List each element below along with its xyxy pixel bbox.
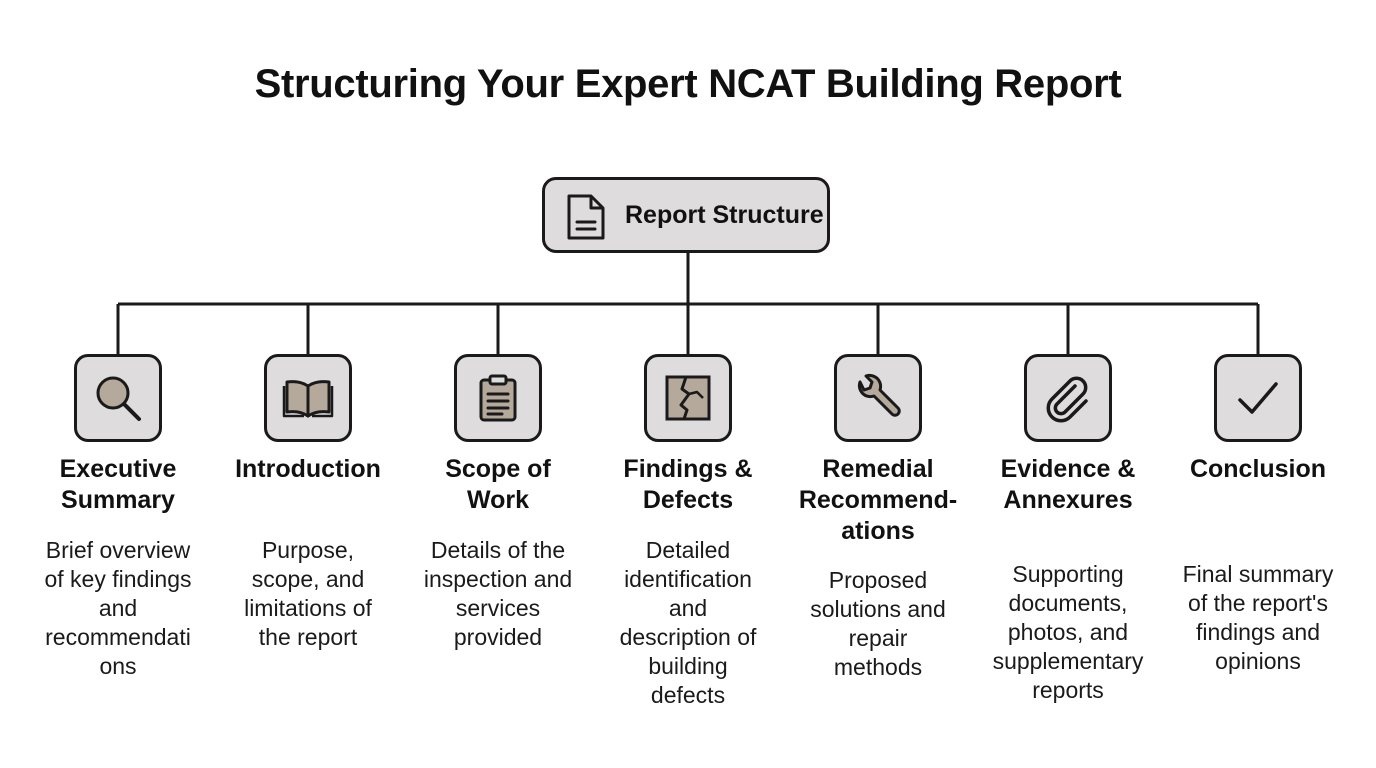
section-title-line: Defects (642, 486, 734, 514)
root-node-report-structure: Report Structure (542, 177, 830, 253)
section-description-line: inspection and (423, 566, 573, 592)
section-title-line: Introduction (235, 455, 381, 483)
section-description: Supporting documents, photos, and supple… (978, 560, 1158, 705)
root-node-label: Report Structure (625, 201, 824, 229)
section-icon-box (264, 354, 352, 442)
section-description-line: provided (453, 624, 543, 650)
section-title-line: Evidence & (1000, 455, 1136, 483)
section-title: Remedial Recommend- ations (778, 454, 978, 547)
section-description-line: documents, (1008, 590, 1128, 616)
section-description-line: supplementary (992, 648, 1144, 674)
section-title-line: Findings & (623, 455, 753, 483)
section-description-line: repair (848, 625, 908, 651)
checkmark-icon (1238, 382, 1278, 414)
section-description-line: defects (650, 682, 726, 708)
section-description-line: the report (258, 624, 358, 650)
section-title-line: Summary (61, 486, 175, 514)
magnifying-glass-icon (96, 376, 141, 421)
section-description: Final summary of the report's findings a… (1168, 560, 1348, 676)
section-title: Evidence & Annexures (968, 454, 1168, 516)
section-title: Executive Summary (18, 454, 218, 516)
section-title-line: Executive (59, 455, 177, 483)
section-title: Conclusion (1158, 454, 1358, 485)
section-icon-box (1024, 354, 1112, 442)
document-icon (567, 194, 605, 240)
section-description-line: Detailed (645, 537, 731, 563)
clipboard-icon (479, 374, 517, 422)
section-description-line: identification (624, 566, 752, 592)
section-description-line: opinions (1215, 648, 1301, 674)
section-description-line: building (648, 653, 728, 679)
section-description-line: findings and (1195, 619, 1321, 645)
section-description-line: Purpose, (261, 537, 355, 563)
section-description-line: Proposed (828, 567, 928, 593)
section-title: Scope of Work (398, 454, 598, 516)
section-icon-box (1214, 354, 1302, 442)
section-title-line: Remedial (822, 455, 934, 483)
wrench-icon (857, 373, 901, 417)
section-description-line: scope, and (251, 566, 365, 592)
section-icon-box (834, 354, 922, 442)
section-description-line: methods (833, 654, 923, 680)
paperclip-icon (1046, 376, 1088, 423)
section-description-line: reports (1032, 677, 1104, 703)
section-description-line: of key findings (44, 566, 192, 592)
open-book-icon (282, 380, 334, 418)
section-description: Purpose, scope, and limitations of the r… (218, 536, 398, 652)
section-title-line: Recommend- (798, 486, 958, 514)
section-icon-box (454, 354, 542, 442)
section-description-line: Final summary (1182, 561, 1334, 587)
section-description-line: of the report's (1188, 590, 1328, 616)
section-description-line: and (668, 595, 708, 621)
section-description-line: services (455, 595, 541, 621)
section-description-line: solutions and (810, 596, 946, 622)
section-description-line: Brief overview (45, 537, 191, 563)
section-description-line: and (98, 595, 138, 621)
section-title: Findings & Defects (588, 454, 788, 516)
section-description: Brief overview of key findings and recom… (28, 536, 208, 681)
section-title-line: ations (841, 517, 915, 545)
section-description-line: Supporting (1012, 561, 1124, 587)
section-title-line: Annexures (1003, 486, 1133, 514)
section-description-line: recommendati (45, 624, 191, 650)
section-icon-box (644, 354, 732, 442)
section-description-line: Details of the (430, 537, 566, 563)
section-description-line: description of (619, 624, 757, 650)
section-description: Proposed solutions and repair methods (788, 566, 968, 682)
section-title: Introduction (208, 454, 408, 485)
section-description-line: limitations of (244, 595, 372, 621)
section-description: Detailed identification and description … (598, 536, 778, 710)
diagram-title: Structuring Your Expert NCAT Building Re… (254, 62, 1122, 106)
section-title-line: Work (466, 486, 530, 514)
section-description-line: ons (99, 653, 137, 679)
section-title-line: Conclusion (1189, 455, 1327, 483)
cracked-wall-icon (665, 375, 711, 421)
section-title-line: Scope of (445, 455, 551, 483)
section-icon-box (74, 354, 162, 442)
section-description: Details of the inspection and services p… (408, 536, 588, 652)
section-description-line: photos, and (1007, 619, 1129, 645)
